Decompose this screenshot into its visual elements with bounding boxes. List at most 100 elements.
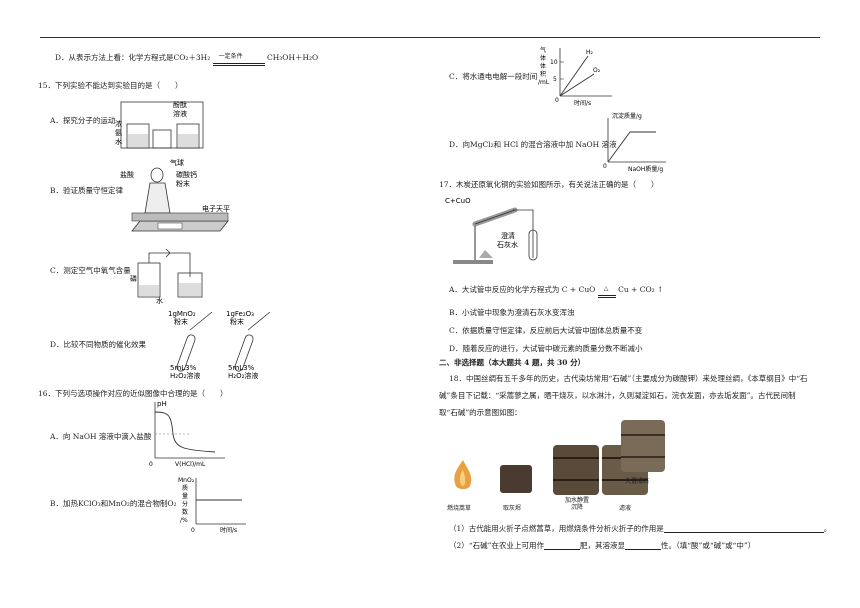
q15-b-figure: 气球 盐酸 碳酸钙 粉末 电子天平 <box>120 158 230 232</box>
q16-b-xlabel: 时间/s <box>220 526 237 534</box>
q17-option-a-pre: A．大试管中反应的化学方程式为 C + CuO <box>449 285 596 294</box>
q15-a-figure: 浓 氨 水 酚酞 溶液 <box>115 100 204 149</box>
q18-sub-2-blank-2[interactable] <box>624 541 661 550</box>
q15-a-label-phenol: 酚酞 <box>173 100 187 109</box>
header-rule <box>40 37 820 38</box>
q17-stem: 17．木炭还原氧化铜的实验如图所示，有关说法正确的是（ ） <box>439 180 659 189</box>
q18-sub-2-text-b: 肥，其溶液显 <box>579 541 625 550</box>
q16-a-xlabel: V(HCl)/mL <box>175 461 206 468</box>
q18-sub-1-blank[interactable] <box>663 524 824 533</box>
q18-para-1: 18．中国丝绸有五千多年的历史，古代染坊常用“石碱”（主要成分为碳酸钾）来处理丝… <box>449 374 808 383</box>
q16-d-ylabel: 沉淀质量/g <box>612 112 642 120</box>
q16-d-xlabel: NaOH质量/g <box>628 165 663 173</box>
q18-sub-2-text-c: 性。（填“酸”或“碱”或“中”） <box>660 541 756 550</box>
q16-b-zero: 0 <box>191 527 195 534</box>
q17-option-d: D．随着反应的进行，大试管中碳元素的质量分数不断减小 <box>449 344 643 353</box>
q17-heat-symbol: △ <box>603 285 609 292</box>
section-2-title: 二、非选择题（本大题共 4 题，共 30 分） <box>439 358 586 367</box>
q15-c-figure: 磷 水 <box>130 248 203 305</box>
burning-grass-image <box>448 458 478 492</box>
caption-burning: 燃烧蒿草 <box>447 505 472 512</box>
option-d-prev-tail: CH₃OH＋H₂O <box>267 53 319 62</box>
q15-b-label-powder: 粉末 <box>176 179 190 188</box>
q15-a-label-conc: 浓 <box>115 119 122 128</box>
caption-filtrate: 滤液 <box>619 505 632 512</box>
q16-c-ylabel-1: 气 <box>540 46 546 54</box>
q17-option-b: B．小试管中现象为澄清石灰水变浑浊 <box>449 308 575 317</box>
q16-c-o2-label: O₂ <box>593 67 601 74</box>
q16-stem: 16．下列与选项操作对应的近似图像中合理的是（ ） <box>38 389 228 398</box>
q18-para-3: 取“石碱”的示意图如图： <box>439 408 522 417</box>
q16-option-a: A．向 NaOH 溶液中滴入盐酸 <box>50 432 152 441</box>
q17-label-c-cuo: C+CuO <box>445 197 471 205</box>
q18-sub-2-blank-1[interactable] <box>543 541 580 550</box>
q16-c-ylabel-5: /mL <box>538 79 550 86</box>
q16-d-chart: 沉淀质量/g 0 NaOH质量/g <box>603 112 666 173</box>
q15-b-label-scale: 电子天平 <box>202 204 230 213</box>
option-d-prev: D．从表示方法上看：化学方程式是CO₂＋3H₂ 一定条件 CH₃OH＋H₂O <box>55 53 319 66</box>
q17-figure: C+CuO 澄清 石灰水 <box>445 197 538 264</box>
q18-sub-1: （1）古代能用火折子点燃蒿草，用燃烧条件分析火折子的作用是 。 <box>449 524 831 533</box>
q15-d-label-h2o2-2: 5mL3% <box>228 364 255 372</box>
q16-a-chart: pH 0 V(HCl)/mL <box>149 400 225 468</box>
q16-d-zero: 0 <box>603 163 607 170</box>
q15-d-label-mno2: 1gMnO₂ <box>168 310 196 318</box>
q18-sub-2-text-a: （2）“石碱”在农业上可用作 <box>449 541 544 550</box>
q15-b-label-acid: 盐酸 <box>120 170 134 179</box>
q16-c-tick-0: 0 <box>555 97 559 104</box>
q15-option-a: A．探究分子的运动 <box>50 116 116 125</box>
q16-c-h2-label: H₂ <box>586 49 594 56</box>
q15-d-label-fe2o3: 1gFe₂O₃ <box>226 310 254 318</box>
q16-option-b: B．加热KClO₃和MnO₂的混合物制O₂ <box>50 499 177 508</box>
q15-d-label-h2o2-1b: H₂O₂溶液 <box>170 371 200 380</box>
q15-a-label-ammonia: 氨 <box>115 128 122 137</box>
q16-c-ylabel-2: 体 <box>540 54 546 62</box>
q15-d-label-h2o2-1: 5mL3% <box>170 364 197 372</box>
q16-a-zero: 0 <box>149 461 153 468</box>
q18-sub-2: （2）“石碱”在农业上可用作 肥，其溶液显 性。（填“酸”或“碱”或“中”） <box>449 541 755 550</box>
q16-c-ylabel-3: 体 <box>540 62 546 70</box>
q16-b-ylabel-6: /% <box>180 517 188 524</box>
q15-d-label-h2o2-2b: H₂O₂溶液 <box>228 371 258 380</box>
q17-option-a-post: Cu + CO₂ ↑ <box>618 285 664 294</box>
q16-c-tick-10: 10 <box>550 59 558 66</box>
q16-c-xlabel: 时间/s <box>574 99 591 107</box>
q18-sub-1-end: 。 <box>823 524 832 533</box>
caption-ash: 取灰烬 <box>503 505 522 512</box>
caption-stone: 久置成石 <box>625 478 650 485</box>
q15-stem: 15．下列实验不能达到实验目的是（ ） <box>38 81 183 90</box>
barrel-image-1 <box>553 445 599 495</box>
option-d-prev-text: D．从表示方法上看：化学方程式是CO₂＋3H₂ <box>55 53 211 62</box>
q15-c-label-p: 磷 <box>130 274 137 283</box>
q17-label-clear: 澄清 <box>501 231 515 240</box>
q16-b-ylabel-2: 质 <box>182 484 188 492</box>
q16-b-ylabel-4: 分 <box>182 500 188 508</box>
reaction-condition: 一定条件 <box>218 53 243 60</box>
q16-option-d: D．向MgCl₂和 HCl 的混合溶液中加 NaOH 溶液 <box>449 140 617 149</box>
q16-c-ylabel-4: 积 <box>540 70 546 78</box>
q15-option-d: D．比较不同物质的催化效果 <box>50 340 147 349</box>
q15-b-label-balloon: 气球 <box>170 158 184 167</box>
q16-b-ylabel-5: 数 <box>182 508 188 516</box>
q15-b-label-caco3: 碳酸钙 <box>176 170 197 179</box>
q17-option-a: A．大试管中反应的化学方程式为 C + CuO △ Cu + CO₂ ↑ <box>449 285 664 298</box>
caption-settle: 加水静置沉降 <box>564 497 589 512</box>
stone-barrel-image <box>621 420 665 472</box>
q15-a-label-water: 水 <box>115 137 122 146</box>
q16-b-chart: MnO₂ 质 量 分 数 /% 0 时间/s <box>178 477 246 534</box>
q16-option-c: C．将水通电电解一段时间 <box>449 72 538 81</box>
q17-label-limewater: 石灰水 <box>497 240 518 249</box>
q16-b-ylabel-3: 量 <box>182 493 188 500</box>
q15-d-label-fe2o3-powder: 粉末 <box>230 317 244 326</box>
q15-c-label-water: 水 <box>156 296 163 305</box>
q16-a-ylabel: pH <box>157 400 167 408</box>
q15-a-label-solution: 溶液 <box>173 109 187 118</box>
q15-d-label-mno2-powder: 粉末 <box>174 317 188 326</box>
q18-sub-1-text: （1）古代能用火折子点燃蒿草，用燃烧条件分析火折子的作用是 <box>449 524 664 533</box>
q16-c-chart: 气 体 体 积 /mL 10 5 0 H₂ O₂ 时间/s <box>538 46 612 107</box>
q17-option-c: C．依据质量守恒定律，反应前后大试管中固体总质量不变 <box>449 326 643 335</box>
q15-option-c: C．测定空气中氧气含量 <box>50 266 131 275</box>
ash-image <box>500 465 532 493</box>
q15-option-b: B．验证质量守恒定律 <box>50 186 124 195</box>
q18-para-2: 碱”条目下记载：“采蒿蓼之属，晒干烧灰，以水淋汁，久则凝淀如石，浣衣发面，亦去垢… <box>439 391 796 400</box>
